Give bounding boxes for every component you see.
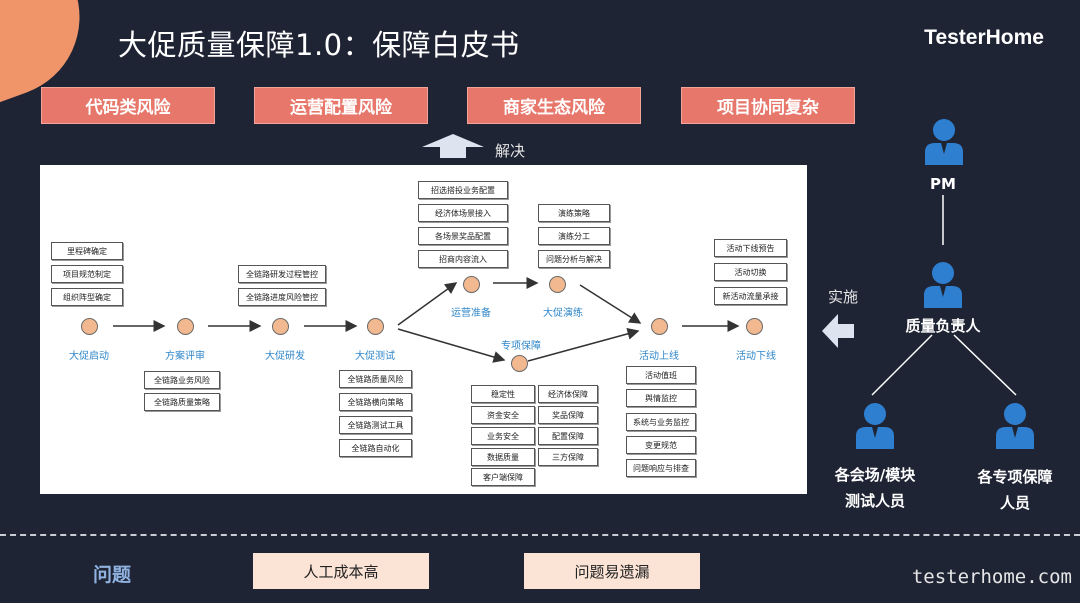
divider — [0, 534, 1080, 536]
testers-label-line1: 各会场/模块 — [834, 466, 916, 484]
box-launch-3: 系统与业务监控 — [626, 413, 696, 431]
solve-label: 解决 — [495, 142, 526, 160]
box-test-1: 全链路质量风险 — [339, 370, 412, 388]
org-connectors — [871, 195, 1017, 396]
box-ops-1: 招选搭投业务配置 — [418, 181, 508, 199]
box-special-l3: 业务安全 — [471, 427, 535, 445]
flow-panel: 大促启动 方案评审 大促研发 大促测试 运营准备 大促演练 专项保障 活动上线 … — [40, 165, 807, 494]
testers-label-line2: 测试人员 — [844, 492, 906, 510]
box-drill-2: 演练分工 — [538, 227, 610, 245]
pm-person-icon — [925, 119, 963, 165]
stage-review: 方案评审 — [165, 351, 205, 362]
up-arrow-icon — [422, 134, 484, 158]
box-special-r3: 配置保障 — [538, 427, 598, 445]
box-review-2: 全链路质量策略 — [144, 393, 220, 411]
special-staff-label-line1: 各专项保障 — [977, 468, 1053, 486]
box-launch-1: 活动值班 — [626, 366, 696, 384]
problem-label: 问题 — [93, 564, 132, 586]
special-staff-label-line2: 人员 — [999, 494, 1031, 512]
box-test-4: 全链路自动化 — [339, 439, 412, 457]
node-test — [367, 318, 384, 335]
node-ops-prep — [463, 276, 480, 293]
box-special-l4: 数据质量 — [471, 448, 535, 466]
risk-merchant: 商家生态风险 — [467, 87, 641, 124]
implement-label: 实施 — [828, 288, 859, 306]
brand-logo: TesterHome — [924, 26, 1044, 49]
pm-label: PM — [930, 175, 956, 193]
box-ops-4: 招商内容流入 — [418, 250, 508, 268]
page-title: 大促质量保障1.0：保障白皮书 — [118, 28, 520, 62]
stage-ops-prep: 运营准备 — [451, 308, 491, 319]
box-special-l2: 资金安全 — [471, 406, 535, 424]
quality-owner-label: 质量负责人 — [905, 317, 981, 335]
problem-high-cost: 人工成本高 — [253, 553, 429, 589]
box-launch-2: 舆情监控 — [626, 389, 696, 407]
box-special-l1: 稳定性 — [471, 385, 535, 403]
box-offline-2: 活动切换 — [714, 263, 787, 281]
box-launch-5: 问题响应与排查 — [626, 459, 696, 477]
box-review-1: 全链路业务风险 — [144, 371, 220, 389]
stage-launch: 活动上线 — [639, 351, 679, 362]
stage-dev: 大促研发 — [265, 351, 305, 362]
node-drill — [549, 276, 566, 293]
box-test-2: 全链路横向策略 — [339, 393, 412, 411]
box-ops-3: 各场景奖品配置 — [418, 227, 508, 245]
box-offline-3: 新活动流量承接 — [714, 287, 787, 305]
problem-easy-miss: 问题易遗漏 — [524, 553, 700, 589]
box-kickoff-3: 组织阵型确定 — [51, 288, 123, 306]
quality-owner-person-icon — [924, 262, 962, 308]
box-launch-4: 变更规范 — [626, 436, 696, 454]
risk-code: 代码类风险 — [41, 87, 215, 124]
node-kickoff — [81, 318, 98, 335]
special-staff-person-icon — [996, 403, 1034, 449]
box-special-r2: 奖品保障 — [538, 406, 598, 424]
box-ops-2: 经济体场景接入 — [418, 204, 508, 222]
box-offline-1: 活动下线预告 — [714, 239, 787, 257]
box-special-r1: 经济体保障 — [538, 385, 598, 403]
stage-test: 大促测试 — [355, 351, 395, 362]
box-drill-1: 演练策略 — [538, 204, 610, 222]
flow-connectors — [113, 277, 740, 363]
testers-person-icon — [856, 403, 894, 449]
box-special-l5: 客户端保障 — [471, 468, 535, 486]
box-dev-2: 全链路进度风险管控 — [238, 288, 326, 306]
node-review — [177, 318, 194, 335]
watermark: testerhome.com — [911, 566, 1072, 588]
left-arrow-icon — [822, 314, 854, 348]
stage-kickoff: 大促启动 — [69, 351, 109, 362]
risk-collaboration: 项目协同复杂 — [681, 87, 855, 124]
box-test-3: 全链路测试工具 — [339, 416, 412, 434]
stage-offline: 活动下线 — [736, 351, 776, 362]
node-launch — [651, 318, 668, 335]
box-kickoff-1: 里程碑确定 — [51, 242, 123, 260]
stage-special: 专项保障 — [501, 341, 541, 352]
box-dev-1: 全链路研发过程管控 — [238, 265, 326, 283]
box-special-r4: 三方保障 — [538, 448, 598, 466]
node-special — [511, 355, 528, 372]
box-drill-3: 问题分析与解决 — [538, 250, 610, 268]
node-offline — [746, 318, 763, 335]
node-dev — [272, 318, 289, 335]
risk-ops-config: 运营配置风险 — [254, 87, 428, 124]
box-kickoff-2: 项目规范制定 — [51, 265, 123, 283]
stage-drill: 大促演练 — [543, 308, 583, 319]
